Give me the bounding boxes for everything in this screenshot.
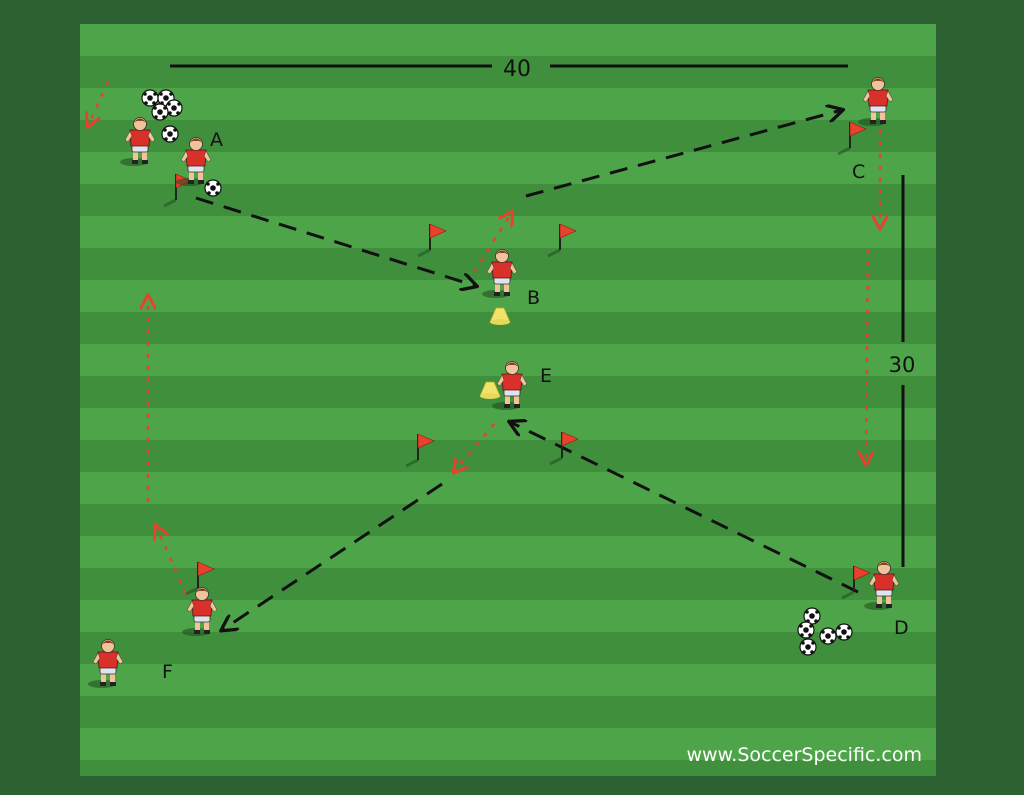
pitch-stripe xyxy=(80,696,936,728)
length-label: 30 xyxy=(889,353,916,377)
arrow-icon xyxy=(222,482,443,630)
player-label-b: B xyxy=(527,287,540,309)
pitch-stripe xyxy=(80,728,936,760)
ball-icon xyxy=(141,89,159,107)
player-label-f: F xyxy=(162,661,173,683)
pitch-stripe xyxy=(80,568,936,600)
ball-icon xyxy=(151,103,169,121)
pitch-stripe xyxy=(80,504,936,536)
ball-icon xyxy=(799,638,817,656)
pitch-stripe xyxy=(80,760,936,776)
arrow-icon xyxy=(510,422,859,594)
watermark: www.SoccerSpecific.com xyxy=(686,744,922,766)
arrow-icon xyxy=(156,526,188,595)
pitch-stripe xyxy=(80,632,936,664)
pitch-stripe xyxy=(80,472,936,504)
pitch-stripe xyxy=(80,152,936,184)
dimension-width: 40 xyxy=(170,57,848,82)
ball-icon xyxy=(835,623,853,641)
pitch-stripe xyxy=(80,664,936,696)
arrow-icon xyxy=(195,196,476,286)
ball-icon xyxy=(819,627,837,645)
arrow-icon xyxy=(88,81,110,126)
pitch-stripe xyxy=(80,440,936,472)
arrow-icon xyxy=(525,110,842,198)
pitch-stripe xyxy=(80,120,936,152)
ball-icon xyxy=(161,125,179,143)
pitch-stripe xyxy=(80,24,936,56)
ball-icon xyxy=(204,179,222,197)
pitch-stripe xyxy=(80,88,936,120)
pitch-stripe xyxy=(80,56,936,88)
pitch-stripe xyxy=(80,408,936,440)
pitch-stripe xyxy=(80,536,936,568)
ball-icon xyxy=(797,621,815,639)
player-label-e: E xyxy=(540,365,552,387)
dimension-length: 30 xyxy=(889,175,916,567)
player-labels: A B C D E F xyxy=(162,129,909,683)
player-label-d: D xyxy=(894,617,909,639)
player-label-a: A xyxy=(210,129,223,151)
pitch-stripe xyxy=(80,216,936,248)
player-label-c: C xyxy=(852,161,865,183)
run-arrows xyxy=(88,81,880,595)
pass-arrows xyxy=(195,110,859,630)
width-label: 40 xyxy=(503,57,531,82)
